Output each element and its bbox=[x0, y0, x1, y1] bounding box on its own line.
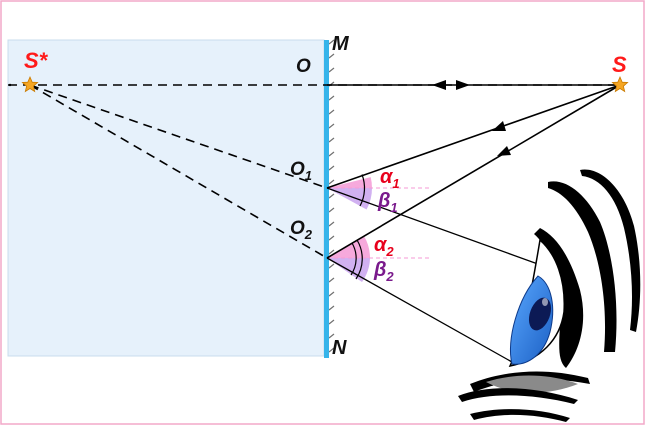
incident-ray-o2 bbox=[326, 84, 621, 259]
mirror-bottom-label: N bbox=[332, 337, 347, 359]
beta1-label: β1 bbox=[377, 190, 398, 215]
virtual-image-region bbox=[7, 39, 325, 357]
virtual-ray-o2 bbox=[29, 84, 328, 259]
point-o1-letter: O bbox=[290, 159, 305, 180]
beta1-letter: β bbox=[377, 190, 390, 212]
angle-arc-o1 bbox=[359, 174, 366, 207]
virtual-source-label: S* bbox=[24, 48, 49, 73]
beta2-label: β2 bbox=[373, 259, 394, 284]
alpha1-subscript: 1 bbox=[392, 176, 399, 191]
point-o1-subscript: 1 bbox=[305, 168, 312, 183]
reflected-rays bbox=[326, 187, 561, 363]
source-star-icon bbox=[611, 75, 629, 93]
incident-ray-o1 bbox=[326, 84, 621, 189]
beta1-subscript: 1 bbox=[390, 200, 397, 215]
alpha1-letter: α bbox=[380, 166, 394, 188]
arrowhead-axis-left bbox=[432, 80, 446, 90]
arrowhead-ray-o2 bbox=[497, 146, 511, 156]
alpha2-subscript: 2 bbox=[385, 244, 394, 259]
mirror-top-label: M bbox=[332, 33, 350, 55]
alpha2-label: α2 bbox=[374, 234, 394, 259]
point-o2-label: O2 bbox=[290, 218, 313, 242]
point-o1-label: O1 bbox=[290, 159, 312, 183]
point-o2-letter: O bbox=[290, 218, 305, 239]
arrowhead-ray-o1 bbox=[492, 121, 506, 131]
alpha1-label: α1 bbox=[380, 166, 400, 191]
mirror-surface bbox=[324, 40, 329, 358]
reflected-ray-o1 bbox=[326, 187, 561, 273]
source-label: S bbox=[612, 52, 627, 77]
point-o2-subscript: 2 bbox=[304, 227, 313, 242]
left-edge-dot bbox=[8, 83, 12, 87]
virtual-ray-o1 bbox=[29, 84, 328, 189]
arrowhead-axis-right bbox=[456, 80, 470, 90]
angle-beta1-sector bbox=[327, 188, 373, 210]
beta2-subscript: 2 bbox=[385, 269, 394, 284]
ray-arrowheads bbox=[432, 80, 511, 156]
eye-icon bbox=[458, 169, 641, 422]
point-o-label: O bbox=[296, 56, 311, 77]
angle-alpha1-sector bbox=[327, 177, 373, 188]
reflected-ray-o2 bbox=[326, 257, 513, 363]
virtual-source-star-icon bbox=[21, 75, 39, 93]
alpha2-letter: α bbox=[374, 234, 388, 256]
mirror-hatching bbox=[328, 39, 335, 353]
incident-rays bbox=[326, 84, 621, 259]
beta2-letter: β bbox=[373, 259, 386, 281]
